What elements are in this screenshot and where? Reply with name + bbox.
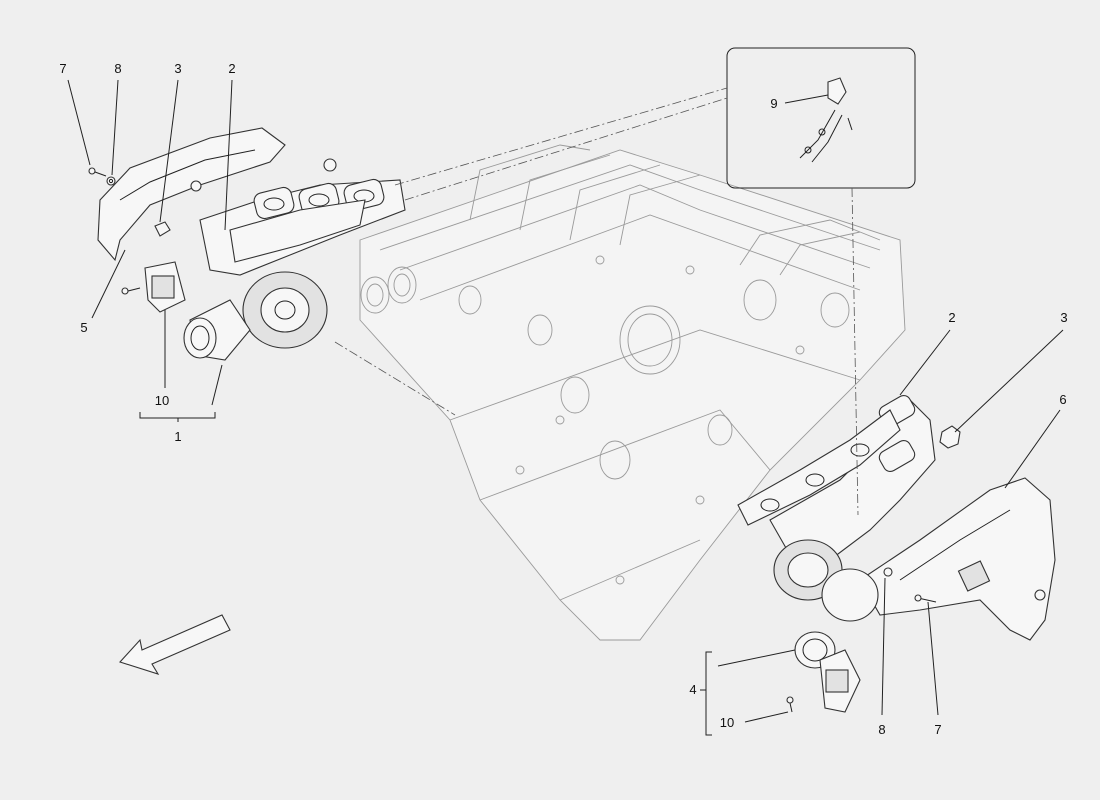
callout-right-7: 7 [934, 722, 941, 737]
projection-lines [334, 87, 859, 516]
callout-left-10: 10 [155, 393, 169, 408]
callout-labels: 7 8 3 2 5 10 1 9 2 3 6 4 10 8 7 [59, 61, 1067, 737]
callout-left-3: 3 [174, 61, 181, 76]
right-group-bracket [700, 651, 712, 736]
direction-arrow [119, 614, 231, 675]
callout-left-7: 7 [59, 61, 66, 76]
callout-right-8: 8 [878, 722, 885, 737]
left-turbo-assembly [88, 127, 406, 361]
detail-inset [726, 47, 916, 189]
callout-right-10: 10 [720, 715, 734, 730]
callout-inset-9: 9 [770, 96, 777, 111]
engine-block-drawing [359, 144, 906, 641]
callout-right-4: 4 [689, 682, 696, 697]
callout-left-5: 5 [80, 320, 87, 335]
callout-left-2: 2 [228, 61, 235, 76]
callout-right-6: 6 [1059, 392, 1066, 407]
callout-right-3: 3 [1060, 310, 1067, 325]
callout-left-8: 8 [114, 61, 121, 76]
leader-lines [67, 79, 1064, 723]
left-group-bracket [139, 412, 216, 422]
callout-left-1: 1 [174, 429, 181, 444]
right-turbo-assembly [737, 394, 1056, 713]
callout-right-2: 2 [948, 310, 955, 325]
